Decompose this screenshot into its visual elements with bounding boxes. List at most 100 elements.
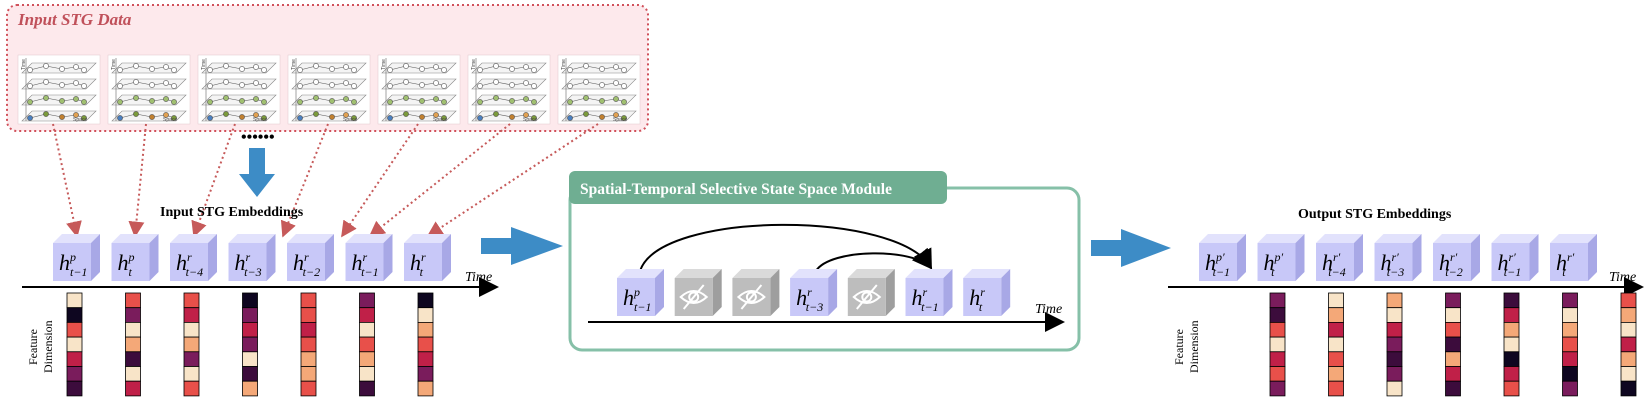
feature-cell: [417, 336, 434, 353]
feature-cell: [242, 380, 258, 397]
token-label: hr′t−2: [1439, 250, 1463, 279]
module-time-label: Time: [1035, 302, 1062, 317]
token-label: hr′t−4: [1322, 250, 1346, 279]
feature-cell: [1503, 380, 1520, 397]
feature-cell: [300, 380, 317, 397]
output-token-cube: hp′t−1: [1199, 234, 1246, 281]
feature-cell: [242, 292, 258, 309]
feature-cell: [1269, 351, 1286, 367]
feature-cell: [1562, 336, 1578, 353]
feature-cell: [66, 336, 83, 353]
feature-cell: [1445, 292, 1461, 309]
feature-cell: [125, 292, 141, 309]
feature-cell: [1562, 321, 1578, 338]
feature-cell: [125, 321, 141, 338]
feature-cell: [1503, 292, 1520, 309]
feature-cell: [359, 292, 375, 309]
feature-cell: [183, 321, 200, 338]
space-axis-label: Space: [253, 117, 267, 123]
feature-cell: [1445, 336, 1461, 353]
feature-cell: [1562, 292, 1578, 309]
feature-cell: [359, 307, 375, 323]
feature-cell: [359, 351, 375, 367]
hidden-eye-icon: [852, 284, 882, 310]
feature-cell: [359, 380, 375, 397]
feature-cell: [1386, 292, 1403, 309]
feature-column: [417, 292, 434, 397]
feature-cell: [125, 351, 141, 367]
time-axis-label: Time: [561, 59, 567, 70]
token-label: hr′t−3: [1381, 250, 1405, 279]
feature-cell: [1269, 380, 1286, 397]
feature-cell: [300, 351, 317, 367]
feature-cell: [359, 321, 375, 338]
time-axis-label: Time: [381, 59, 387, 70]
feature-cell: [1445, 351, 1461, 367]
time-axis-label: Time: [471, 59, 477, 70]
feature-cell: [1503, 366, 1520, 382]
feature-cell: [300, 321, 317, 338]
feature-cell: [66, 351, 83, 367]
feature-cell: [1328, 380, 1344, 397]
feature-column: [66, 292, 83, 397]
feature-column: [183, 292, 200, 397]
feature-cell: [300, 336, 317, 353]
feature-cell: [1562, 366, 1578, 382]
feature-cell: [1269, 336, 1286, 353]
ellipsis-dots: ••••••: [241, 129, 275, 146]
dotted-arrow: [52, 123, 82, 238]
feature-cell: [1620, 351, 1637, 367]
feature-cell: [1620, 292, 1637, 309]
feature-cell: [1503, 321, 1520, 338]
output-feature-columns: [1269, 292, 1637, 397]
masked-token-cube: [732, 269, 780, 316]
feature-cell: [1269, 321, 1286, 338]
output-token-cube: hr′t−3: [1374, 234, 1422, 281]
graph-thumbnails: SpaceTimeSpaceTimeSpaceTimeSpaceTimeSpac…: [17, 54, 641, 125]
output-token-cube: hr′t−4: [1316, 234, 1363, 281]
feature-cell: [1562, 307, 1578, 323]
masked-token-cube: [674, 269, 722, 316]
space-axis-label: Space: [73, 117, 87, 123]
feature-cell: [1503, 307, 1520, 323]
time-axis-label: Time: [21, 59, 27, 70]
feature-cell: [242, 351, 258, 367]
output-time-label: Time: [1609, 270, 1636, 285]
space-axis-label: Space: [523, 117, 537, 123]
dotted-arrow: [368, 123, 511, 237]
feature-cell: [417, 351, 434, 367]
feature-cell: [300, 292, 317, 309]
feature-cell: [417, 292, 434, 309]
feature-cell: [1328, 321, 1344, 338]
hidden-eye-icon: [679, 284, 709, 310]
feature-cell: [66, 321, 83, 338]
feature-cell: [1386, 351, 1403, 367]
output-token-cube: hr′t−2: [1433, 234, 1480, 281]
feature-cell: [1620, 380, 1637, 397]
feature-column: [1386, 292, 1403, 397]
feature-cell: [1386, 307, 1403, 323]
feature-cell: [1445, 307, 1461, 323]
feature-cell: [417, 366, 434, 382]
feature-column: [300, 292, 317, 397]
feature-cell: [1445, 380, 1461, 397]
input-feature-columns: [66, 292, 434, 397]
module-title: Spatial-Temporal Selective State Space M…: [580, 181, 892, 198]
feature-cell: [1620, 336, 1637, 353]
feature-cell: [125, 380, 141, 397]
feature-column: [1562, 292, 1578, 397]
feature-column: [242, 292, 258, 397]
token-label: hp′t−1: [1205, 250, 1230, 279]
dotted-arrow: [280, 123, 329, 238]
